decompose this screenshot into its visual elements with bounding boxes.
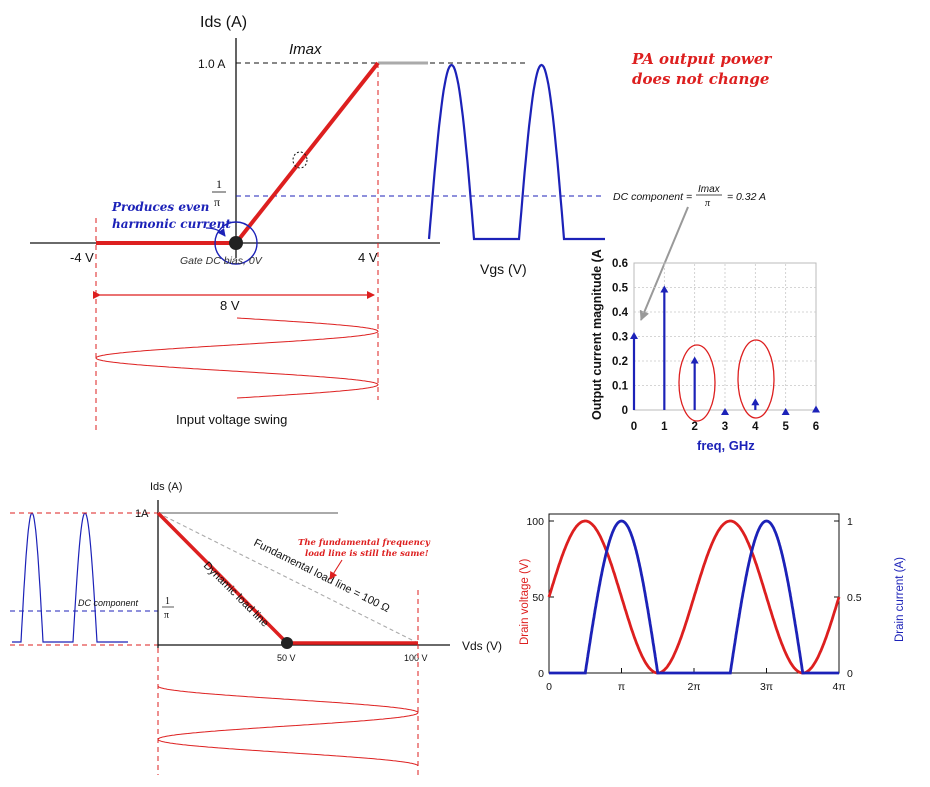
spectrum-ytick: 0.5 — [612, 283, 629, 295]
output-current-pulses — [427, 63, 605, 241]
linear-segment — [234, 61, 380, 245]
one-over-pi-num: 1 — [216, 177, 222, 191]
ll-vds-label: Vds (V) — [462, 639, 502, 653]
left-tick-label: 50 — [532, 592, 544, 604]
spectrum-ytick: 0.6 — [612, 258, 628, 270]
spectrum-ylabel: Output current magnitude (A — [590, 249, 604, 420]
spectrum-bar-arrowhead — [721, 408, 729, 415]
neg4-label: -4 V — [70, 250, 94, 265]
spectrum-bar-arrowhead — [751, 398, 760, 406]
small-dc-label: DC component — [78, 598, 139, 608]
right-ylabel: Drain current (A) — [894, 557, 906, 642]
spectrum-xtick: 6 — [813, 421, 819, 433]
dc-formula-prefix: DC component = — [613, 191, 692, 203]
fundamental-load-line — [157, 512, 419, 644]
right-tick-label: 1 — [847, 516, 853, 528]
waveform-ticks: 0 50 100 0 0.5 1 0 π 2π 3π 4π — [526, 516, 861, 693]
kink-marker — [292, 151, 308, 169]
spectrum-xtick: 5 — [782, 421, 789, 433]
left-tick-label: 100 — [526, 516, 544, 528]
harmonic-4-ring — [737, 339, 775, 419]
ll-note-line1: The fundamental frequency — [298, 538, 431, 548]
input-swing-label: Input voltage swing — [176, 412, 287, 427]
x-tick-label: 2π — [687, 681, 700, 693]
span-label: 8 V — [220, 298, 240, 313]
waveform-chart: 0 50 100 0 0.5 1 0 π 2π 3π 4π Drain voltage (V) Dr… — [519, 513, 906, 693]
spectrum-chart: 0 0.1 0.2 0.3 0.4 0.5 0.6 0 1 2 3 4 5 6 Output curre… — [590, 249, 820, 453]
even-harmonic-line1: Produces even — [111, 200, 209, 214]
harmonic-2-ring — [678, 344, 716, 422]
pa-note-line1: PA output power — [631, 50, 772, 68]
spectrum-bar-arrowhead — [812, 405, 820, 413]
spectrum-x-ticks: 0 1 2 3 4 5 6 — [631, 421, 819, 433]
gate-bias-label: Gate DC bias, 0V — [180, 255, 263, 267]
one-amp-label: 1.0 A — [198, 57, 225, 71]
dynamic-label: Dynamic load line — [201, 560, 271, 630]
left-tick-label: 0 — [538, 668, 544, 680]
spectrum-y-ticks: 0 0.1 0.2 0.3 0.4 0.5 0.6 — [612, 258, 629, 417]
dynamic-load-line — [156, 511, 289, 645]
spectrum-xtick: 0 — [631, 421, 637, 433]
spectrum-ytick: 0.2 — [612, 356, 628, 368]
spectrum-xtick: 3 — [722, 421, 728, 433]
dc-formula-suffix: = 0.32 A — [727, 191, 766, 203]
spectrum-ytick: 0.1 — [612, 381, 629, 393]
one-over-pi-den: π — [214, 195, 220, 209]
ll-one-over-pi-den: π — [164, 610, 169, 621]
ids-axis-label: Ids (A) — [200, 14, 247, 31]
spectrum-bar-arrowhead — [781, 408, 790, 415]
spectrum-ytick: 0.3 — [612, 332, 628, 344]
loadline-diagram: DC component Ids (A) 1A 1 π Vds (V) Dyna… — [10, 481, 502, 775]
imax-label: Imax — [289, 41, 322, 58]
dc-formula-den: π — [705, 198, 711, 209]
input-swing-waveform — [95, 317, 379, 399]
spectrum-xtick: 4 — [752, 421, 759, 433]
even-harmonic-arrow — [205, 227, 226, 237]
x-tick-label: 4π — [832, 681, 845, 693]
ll-ids-label: Ids (A) — [150, 481, 182, 493]
even-harmonic-line2: harmonic current — [112, 217, 231, 231]
pa-note-line2: does not change — [632, 70, 769, 88]
small-current-pulses — [12, 512, 128, 643]
spectrum-bar-arrowhead — [660, 285, 669, 293]
ll-one-amp-label: 1A — [135, 508, 149, 520]
left-ylabel: Drain voltage (V) — [519, 559, 531, 645]
spectrum-bar-arrowhead — [690, 356, 699, 364]
x-tick-label: 3π — [760, 681, 773, 693]
right-tick-label: 0 — [847, 668, 853, 680]
x-tick-label: 0 — [546, 681, 552, 693]
pos4-label: 4 V — [358, 250, 378, 265]
bias-circle — [214, 221, 258, 265]
fifty-label: 50 V — [277, 653, 296, 663]
dc-formula-num: Imax — [698, 184, 721, 195]
vgs-label: Vgs (V) — [480, 261, 527, 277]
spectrum-xlabel: freq, GHz — [697, 438, 755, 453]
x-tick-label: π — [618, 681, 625, 693]
spectrum-ytick: 0.4 — [612, 307, 629, 319]
bias-point — [229, 236, 243, 250]
ll-note-line2: load line is still the same! — [305, 549, 429, 559]
ll-note-arrow — [329, 559, 343, 580]
ll-bias-point — [281, 637, 293, 649]
hundred-label: 100 V — [404, 653, 428, 663]
spectrum-bars — [630, 285, 820, 415]
transfer-diagram: Ids (A) Imax 1.0 A 1 π Gate DC bias, 0V … — [30, 14, 772, 430]
drain-voltage-swing — [157, 685, 419, 767]
spectrum-ytick: 0 — [622, 405, 628, 417]
spectrum-xtick: 2 — [691, 421, 697, 433]
drain-current-line — [549, 519, 839, 675]
spectrum-xtick: 1 — [661, 421, 668, 433]
drain-voltage-line — [547, 519, 841, 675]
spectrum-bar-arrowhead — [630, 332, 638, 340]
ll-one-over-pi-num: 1 — [165, 596, 170, 607]
spectrum-grid — [634, 263, 816, 410]
right-tick-label: 0.5 — [847, 592, 862, 604]
